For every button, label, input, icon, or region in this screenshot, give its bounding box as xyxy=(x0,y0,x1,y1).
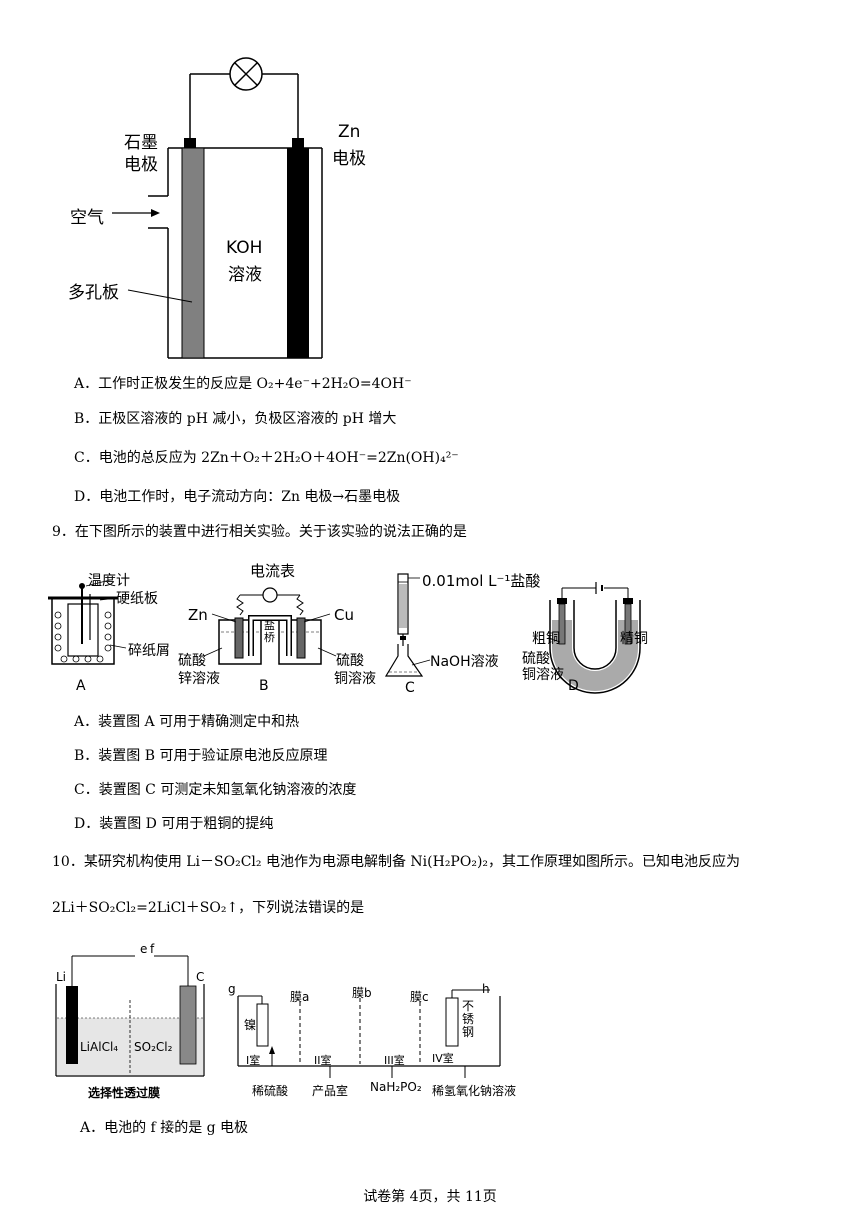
graphite-label-2: 电极 xyxy=(124,155,158,175)
membrane-b-label: 膜b xyxy=(352,986,372,1000)
dilute-sulfuric-acid-label: 稀硫酸 xyxy=(252,1084,289,1098)
wire-e-label: e xyxy=(140,942,148,956)
c-acid-label: 0.01mol L⁻¹盐酸 xyxy=(422,572,541,590)
b-bridge-label: 盐桥 xyxy=(264,619,275,644)
product-room-label: 产品室 xyxy=(312,1084,349,1098)
licl4-label: LiAlCl₄ xyxy=(80,1040,119,1054)
b-zn-label: Zn xyxy=(188,606,208,624)
q9-option-c: C．装置图 C 可测定未知氢氧化钠溶液的浓度 xyxy=(74,782,357,798)
q10-stem-line-2: 2Li＋SO₂Cl₂=2LiCl＋SO₂↑，下列说法错误的是 xyxy=(52,900,365,916)
q10-stem-line-1: 10．某研究机构使用 Li－SO₂Cl₂ 电池作为电源电解制备 Ni(H₂PO₂… xyxy=(52,854,741,870)
q8-option-a: A．工作时正极发生的反应是 O₂+4e⁻+2H₂O=4OH⁻ xyxy=(74,376,412,392)
q8-option-d: D．电池工作时，电子流动方向：Zn 电极→石墨电极 xyxy=(74,489,401,505)
q8-option-c: C．电池的总反应为 2Zn＋O₂＋2H₂O＋4OH⁻=2Zn(OH)₄²⁻ xyxy=(74,450,459,466)
d-solution-label-1: 硫酸 xyxy=(522,651,550,667)
koh-label-2: 溶液 xyxy=(228,265,262,285)
nickel-electrode-label: 镍 xyxy=(244,1018,257,1032)
room-3-label: III室 xyxy=(384,1054,405,1067)
c-naoh-label: NaOH溶液 xyxy=(430,654,499,670)
b-right-solution-label-2: 铜溶液 xyxy=(334,671,376,687)
b-letter: B xyxy=(259,678,269,694)
b-cu-label: Cu xyxy=(334,606,354,624)
h-terminal-label: h xyxy=(482,982,490,996)
room-2-label: II室 xyxy=(314,1054,332,1067)
q9-option-b: B．装置图 B 可用于验证原电池反应原理 xyxy=(74,748,328,764)
a-board-label: 硬纸板 xyxy=(116,591,158,607)
page-footer: 试卷第 4页，共 11页 xyxy=(363,1189,497,1205)
zn-label-1: Zn xyxy=(338,122,361,142)
koh-label-1: KOH xyxy=(226,238,263,258)
b-ammeter-label: 电流表 xyxy=(250,562,296,580)
zn-label-2: 电极 xyxy=(332,149,366,169)
d-letter: D xyxy=(568,678,579,694)
g-terminal-label: g xyxy=(228,982,236,996)
d-pure-copper-label: 精铜 xyxy=(620,631,648,647)
d-solution-label-2: 铜溶液 xyxy=(522,667,564,683)
b-right-solution-label-1: 硫酸 xyxy=(336,653,364,669)
q9-option-a: A．装置图 A 可用于精确测定中和热 xyxy=(74,714,300,730)
selective-membrane-label: 选择性透过膜 xyxy=(88,1086,161,1100)
nah2po2-label: NaH₂PO₂ xyxy=(370,1080,422,1094)
c-electrode-label: C xyxy=(196,970,205,984)
graphite-label-1: 石墨 xyxy=(124,133,158,153)
q9-stem: 9．在下图所示的装置中进行相关实验。关于该实验的说法正确的是 xyxy=(52,524,467,540)
air-label: 空气 xyxy=(70,208,104,228)
dilute-naoh-label: 稀氢氧化钠溶液 xyxy=(432,1084,517,1098)
wire-f-label: f xyxy=(150,942,155,956)
membrane-a-label: 膜a xyxy=(290,990,310,1004)
room-1-label: I室 xyxy=(246,1054,261,1067)
a-thermometer-label: 温度计 xyxy=(88,573,130,589)
a-scraps-label: 碎纸屑 xyxy=(128,643,170,659)
a-letter: A xyxy=(76,678,86,694)
q10-option-a: A．电池的 f 接的是 g 电极 xyxy=(80,1120,249,1136)
steel-electrode-label: 不锈钢 xyxy=(462,999,475,1039)
c-letter: C xyxy=(405,680,415,696)
membrane-c-label: 膜c xyxy=(410,990,429,1004)
li-electrode-label: Li xyxy=(56,970,67,984)
room-4-label: IV室 xyxy=(432,1052,454,1065)
b-left-solution-label-1: 硫酸 xyxy=(178,653,206,669)
so2cl2-label: SO₂Cl₂ xyxy=(134,1040,173,1054)
b-left-solution-label-2: 锌溶液 xyxy=(178,671,220,687)
q9-option-d: D．装置图 D 可用于粗铜的提纯 xyxy=(74,816,274,832)
d-crude-copper-label: 粗铜 xyxy=(532,631,560,647)
q8-option-b: B．正极区溶液的 pH 减小，负极区溶液的 pH 增大 xyxy=(74,411,397,427)
porous-plate-label: 多孔板 xyxy=(68,283,119,303)
